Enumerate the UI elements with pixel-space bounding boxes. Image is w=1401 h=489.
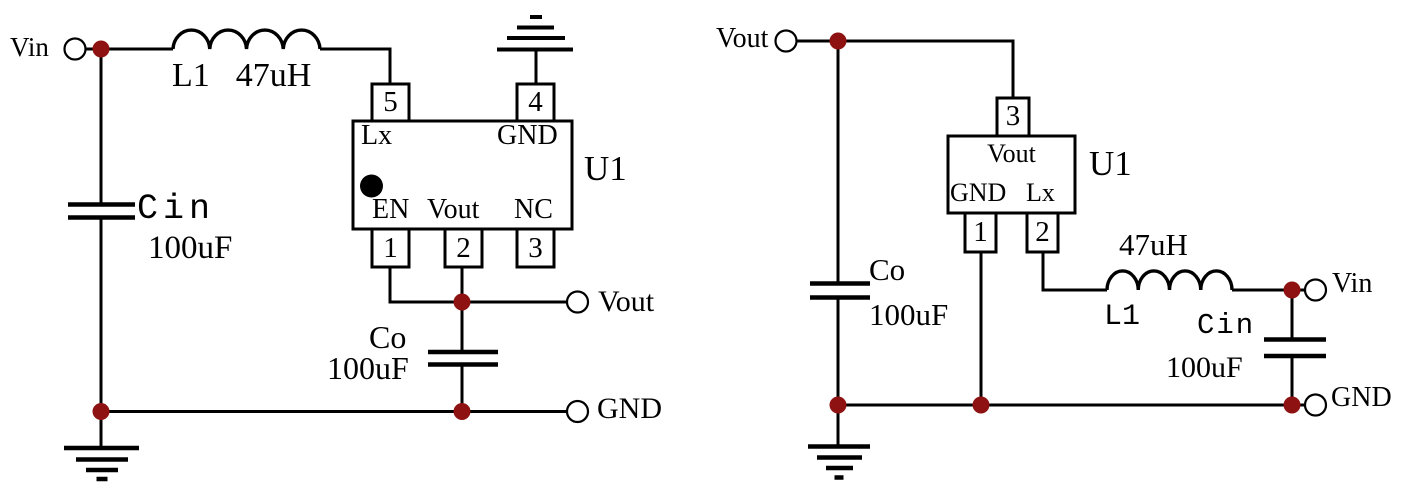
pin-box-1: [370, 227, 411, 269]
right-co-value-label: 100uF: [869, 297, 949, 332]
pin-box-1: [963, 211, 998, 254]
left-co-ref-label: Co: [369, 319, 407, 355]
junction-dot: [453, 293, 471, 311]
terminal-circle-vout: [774, 29, 798, 53]
terminal-circle-vout: [565, 290, 590, 314]
left-junction-dots: [92, 40, 471, 420]
terminal-circle-gnd: [565, 399, 590, 424]
terminal-circle-vin: [1303, 278, 1328, 302]
left-inductor-ref: L1: [172, 57, 210, 94]
right-ic-ref-label: U1: [1089, 144, 1132, 183]
terminal-circle-gnd: [1303, 393, 1328, 417]
right-pin2-number: 2: [1035, 216, 1050, 248]
right-ic-outline: [946, 96, 1077, 254]
left-pin3-number: 3: [528, 232, 543, 264]
left-pin4-number: 4: [528, 86, 543, 118]
left-vin-terminal-label: Vin: [10, 32, 49, 62]
earth-ground-icon-left: [64, 445, 139, 482]
right-inductor-ref-label: L1: [1104, 300, 1141, 334]
right-pin3-number: 3: [1005, 100, 1021, 132]
earth-ground-icon-top: [497, 15, 573, 52]
left-pin5-number: 5: [383, 86, 398, 118]
junction-dot: [1283, 396, 1301, 414]
pin-box-5: [370, 82, 411, 123]
capacitor-symbol-cin-right: [1264, 337, 1326, 359]
pin-box-2: [1025, 211, 1060, 254]
junction-dot: [829, 32, 847, 50]
inductor-coil: [171, 28, 322, 50]
terminal-circle-vin: [63, 37, 87, 61]
left-inductor-label: L1 47uH: [172, 59, 311, 93]
left-cin-ref-label: Cin: [137, 189, 216, 229]
junction-dot: [829, 396, 847, 414]
capacitor-symbol-cin-left: [68, 202, 135, 220]
right-pin1-number: 1: [973, 216, 988, 248]
left-ic-ref-label: U1: [584, 149, 627, 188]
pin-box-3: [515, 227, 556, 269]
right-cin-value-label: 100uF: [1166, 351, 1243, 384]
left-pin2-name: Vout: [427, 194, 480, 225]
right-pin3-name: Vout: [987, 139, 1036, 168]
wire: [388, 267, 462, 304]
pin-box-4: [515, 82, 556, 123]
right-pin2-name: Lx: [1026, 178, 1055, 207]
ic-body: [351, 119, 574, 231]
left-cin-value-label: 100uF: [148, 230, 233, 266]
pin-box-3: [995, 96, 1031, 138]
inductor-coil: [1105, 269, 1234, 291]
junction-dot: [92, 40, 110, 58]
wire: [1041, 252, 1107, 292]
right-vin-terminal-label: Vin: [1332, 268, 1373, 299]
capacitor-symbol-co-right: [810, 281, 870, 300]
right-pin1-name: GND: [950, 178, 1007, 207]
wire: [320, 47, 392, 84]
right-co-ref-label: Co: [869, 252, 906, 287]
ic-body: [946, 134, 1077, 215]
left-pin1-name: EN: [372, 194, 410, 225]
right-inductor-value-label: 47uH: [1119, 227, 1188, 262]
left-pin4-name: GND: [497, 120, 558, 151]
right-cin-ref-label: Cin: [1197, 309, 1256, 342]
left-ic-outline: [351, 82, 574, 269]
junction-dot: [972, 396, 990, 414]
left-co-value-label: 100uF: [327, 350, 409, 386]
pin-box-2: [443, 227, 484, 269]
right-gnd-terminal-label: GND: [1331, 382, 1392, 413]
wire: [797, 39, 1015, 98]
left-vout-terminal-label: Vout: [598, 285, 655, 318]
junction-dot: [92, 403, 110, 420]
left-inductor-value: 47uH: [235, 57, 312, 94]
left-terminal-circles: [63, 37, 590, 424]
capacitor-symbol-co-left: [428, 349, 498, 367]
left-gnd-terminal-label: GND: [597, 392, 662, 425]
right-terminal-circles: [774, 29, 1328, 417]
junction-dot: [1283, 281, 1301, 299]
pin1-marker-dot: [360, 174, 383, 198]
left-pin2-number: 2: [456, 232, 471, 264]
left-pin3-name: NC: [514, 194, 553, 225]
left-pin1-number: 1: [383, 232, 398, 264]
right-circuit-wires: [797, 39, 1305, 446]
left-pin5-name: Lx: [361, 120, 393, 151]
right-vout-terminal-label: Vout: [716, 23, 769, 54]
earth-ground-icon-right: [808, 444, 870, 480]
junction-dot: [453, 403, 471, 420]
right-junction-dots: [829, 32, 1301, 414]
